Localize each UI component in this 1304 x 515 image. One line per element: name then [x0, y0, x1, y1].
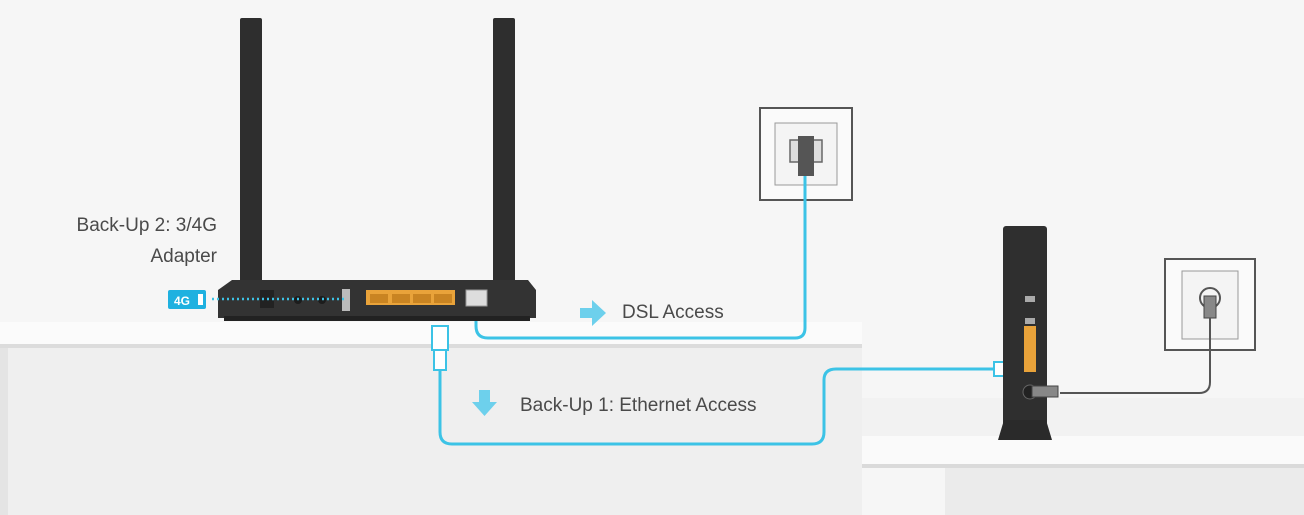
- backup2-label-line1: Back-Up 2: 3/4G: [77, 215, 217, 236]
- dsl-port: [465, 289, 488, 307]
- down-arrow-icon: [472, 390, 497, 416]
- right-table: [862, 398, 1304, 515]
- antenna-right: [493, 18, 515, 303]
- backup2-label-line2: Adapter: [150, 246, 217, 267]
- cable-modem: [998, 226, 1059, 440]
- dsl-cable: [474, 176, 807, 340]
- backup1-label: Back-Up 1: Ethernet Access: [520, 395, 757, 416]
- router: [218, 18, 536, 321]
- adapter-badge-text: 4G: [174, 294, 190, 308]
- usb-port: [342, 289, 350, 311]
- 4g-adapter: 4G: [168, 290, 345, 309]
- dsl-access-label: DSL Access: [622, 302, 724, 323]
- antenna-left: [240, 18, 262, 303]
- right-arrow-icon: [580, 300, 606, 326]
- lan-ports: [366, 290, 455, 305]
- ethernet-plug-router: [431, 325, 449, 371]
- coax-wall-socket: [1060, 258, 1256, 394]
- ethernet-cable: [438, 350, 1000, 446]
